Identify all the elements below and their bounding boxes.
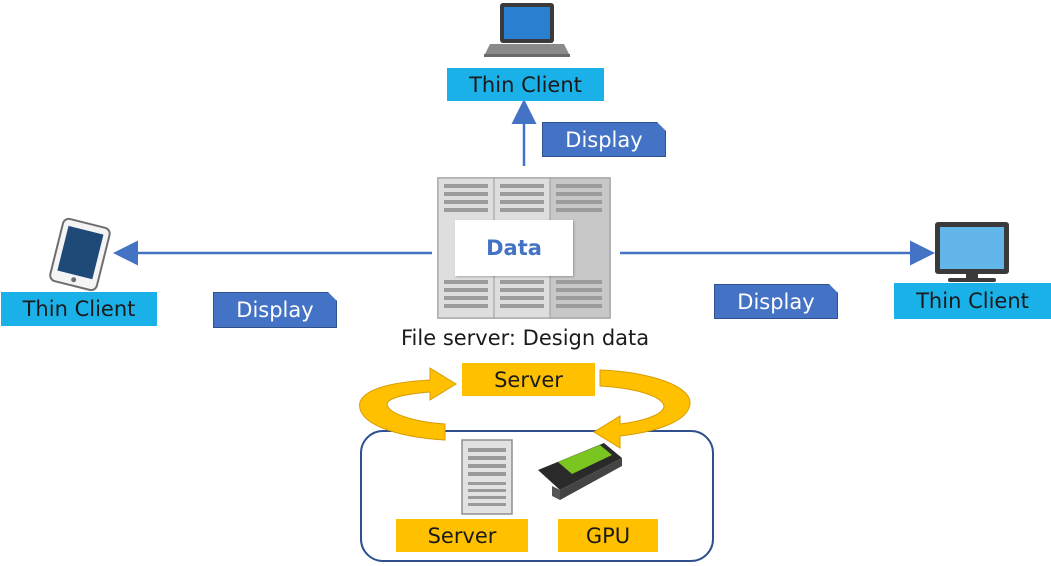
data-tag: Data: [455, 220, 573, 276]
laptop-icon: [484, 3, 570, 57]
gpu-card-icon: [538, 443, 622, 500]
thin-client-label-top: Thin Client: [447, 68, 604, 101]
server-label-top: Server: [462, 363, 595, 396]
display-label-left: Display: [213, 292, 337, 328]
circular-arrows-icon: [359, 367, 691, 449]
thin-client-label-right: Thin Client: [894, 283, 1051, 319]
tablet-icon: [49, 217, 111, 292]
display-label-top: Display: [542, 122, 666, 157]
thin-client-label-left: Thin Client: [1, 292, 157, 326]
monitor-icon: [935, 222, 1009, 282]
tower-server-icon: [461, 439, 513, 515]
display-label-right: Display: [714, 284, 838, 319]
server-label-box: Server: [396, 519, 528, 552]
gpu-label: GPU: [558, 519, 658, 552]
file-server-caption: File server: Design data: [401, 326, 650, 350]
